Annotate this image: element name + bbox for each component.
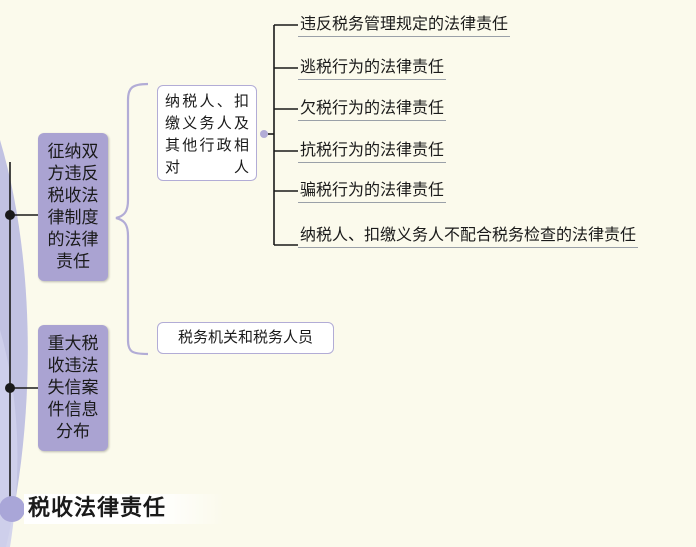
subject-taxpayers: 纳税人、扣缴义务人及其他行政相对人 (157, 85, 257, 181)
subject-label: 税务机关和税务人员 (177, 328, 313, 346)
leaf-label: 骗税行为的法律责任 (300, 180, 445, 199)
leaf-label: 纳税人、扣缴义务人不配合税务检查的法律责任 (300, 225, 637, 244)
subject-dot (260, 130, 268, 138)
node-dot-1 (5, 210, 15, 220)
leaf-label: 欠税行为的法律责任 (300, 98, 445, 117)
root-title-text: 税收法律责任 (28, 496, 167, 521)
leaf-item: 抗税行为的法律责任 (298, 140, 447, 163)
decorative-swoosh-inner (0, 330, 18, 547)
branch-label: 重大税收违法失信案件信息分布 (47, 334, 99, 442)
subject-brace (115, 82, 149, 356)
subject-label: 纳税人、扣缴义务人及其他行政相对人 (165, 92, 249, 176)
branch-label: 征纳双方违反税收法律制度的法律责任 (47, 142, 99, 272)
branch-dishonesty-info: 重大税收违法失信案件信息分布 (38, 325, 108, 451)
leaf-item: 违反税务管理规定的法律责任 (298, 14, 511, 37)
subject-tax-authorities: 税务机关和税务人员 (157, 322, 334, 354)
leaf-item: 纳税人、扣缴义务人不配合税务检查的法律责任 (298, 225, 639, 248)
leaf-item: 骗税行为的法律责任 (298, 180, 447, 203)
leaf-label: 逃税行为的法律责任 (300, 57, 445, 76)
leaf-item: 逃税行为的法律责任 (298, 57, 447, 80)
branch-legal-liability: 征纳双方违反税收法律制度的法律责任 (38, 133, 108, 281)
leaf-item: 欠税行为的法律责任 (298, 98, 447, 121)
root-marker (0, 496, 25, 522)
leaf-label: 抗税行为的法律责任 (300, 140, 445, 159)
root-title: 税收法律责任 (24, 494, 224, 524)
root-circle (0, 496, 25, 522)
node-dot-2 (5, 383, 15, 393)
leaf-label: 违反税务管理规定的法律责任 (300, 14, 509, 33)
